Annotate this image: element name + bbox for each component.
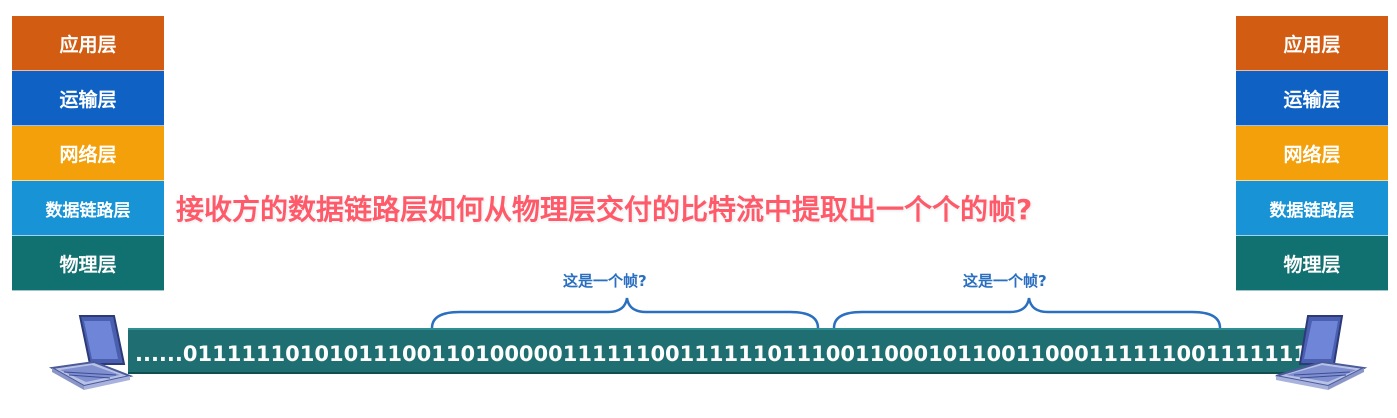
left-protocol-stack: 应用层 运输层 网络层 数据链路层 物理层: [12, 16, 164, 291]
left-layer-network: 网络层: [12, 126, 164, 181]
right-protocol-stack: 应用层 运输层 网络层 数据链路层 物理层: [1236, 16, 1388, 291]
left-layer-data-link: 数据链路层: [12, 181, 164, 236]
right-layer-data-link: 数据链路层: [1236, 181, 1388, 236]
right-brace: [832, 297, 1222, 329]
bitstream-text: ......0111111010101110011010000011111100…: [135, 342, 1310, 366]
right-layer-transport: 运输层: [1236, 71, 1388, 126]
right-layer-network: 网络层: [1236, 126, 1388, 181]
frame-question-label-1: 这是一个帧?: [563, 272, 647, 290]
left-layer-application: 应用层: [12, 16, 164, 71]
question-text: 接收方的数据链路层如何从物理层交付的比特流中提取出一个个的帧?: [176, 193, 1033, 226]
left-layer-physical: 物理层: [12, 236, 164, 291]
right-layer-physical: 物理层: [1236, 236, 1388, 291]
bitstream-bar: [128, 328, 1312, 374]
laptop-icon: [1275, 315, 1368, 390]
left-layer-transport: 运输层: [12, 71, 164, 126]
left-brace: [430, 297, 820, 329]
right-layer-application: 应用层: [1236, 16, 1388, 71]
laptop-icon: [48, 315, 134, 390]
frame-question-label-2: 这是一个帧?: [963, 272, 1047, 290]
